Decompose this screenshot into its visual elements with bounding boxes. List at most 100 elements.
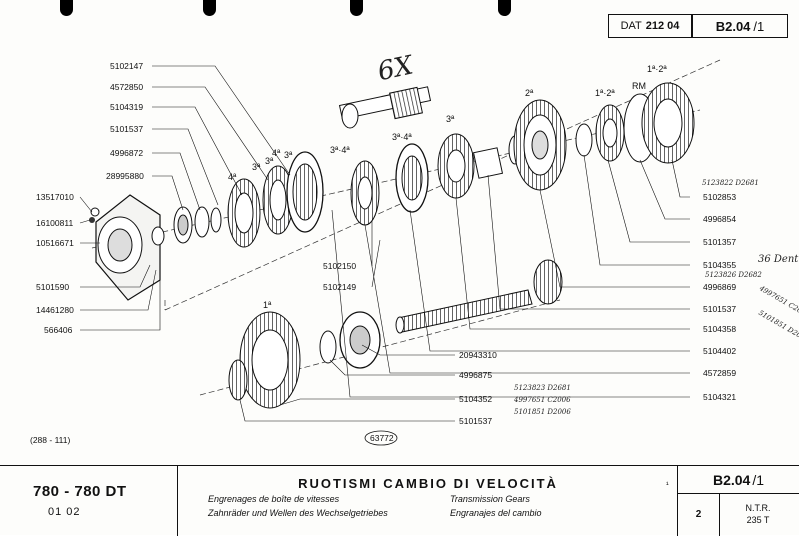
part-number: 5102150 (323, 261, 356, 271)
binder-hole (350, 0, 363, 16)
part-number: 4996872 (110, 148, 143, 158)
handwritten-note: 36 Dent (758, 254, 799, 265)
part-number: 4572850 (110, 82, 143, 92)
part-number: 5104358 (703, 324, 736, 334)
reference-main: B2.04 (712, 472, 751, 488)
part-number: 5102147 (110, 61, 143, 71)
part-number: 5102853 (703, 192, 736, 202)
part-number: 5101590 (36, 282, 69, 292)
part-number: 10516671 (36, 238, 74, 248)
handwritten-notes-lower: 5123823 D2681 4997651 C2006 5101851 D200… (513, 384, 571, 416)
part-number: 4996869 (703, 282, 736, 292)
dat-box: DAT 212 04 (608, 14, 692, 38)
part-number: 4572859 (703, 368, 736, 378)
upper-shaft (338, 86, 432, 129)
gear-label: 3ª (446, 114, 455, 124)
header-ref-sub: /1 (753, 18, 765, 34)
page-number: 2 (678, 494, 720, 536)
header-ref-main: B2.04 (715, 18, 751, 34)
part-number: 5104402 (703, 346, 736, 356)
part-number: 14461280 (36, 305, 74, 315)
gearbox-cover (89, 194, 165, 301)
dat-number: 212 04 (645, 20, 680, 32)
part-number: 5101537 (703, 304, 736, 314)
issue-date: 01 02 (48, 506, 81, 518)
gear-position-labels: 4ª 3ª 3ª 4ª 3ª 3ª·4ª 3ª·4ª 3ª 2ª 1ª·2ª R… (228, 64, 667, 310)
gear-label: 3ª·4ª (330, 145, 350, 155)
ntr-block: N.T.R. 235 T (728, 502, 788, 526)
gear-label: 1ª·2ª (647, 64, 667, 74)
gear-3rd (437, 133, 522, 199)
part-number: 20943310 (459, 350, 497, 360)
lower-bearing (319, 311, 381, 369)
part-number: 5104352 (459, 394, 492, 404)
gear-label: 1ª·2ª (595, 88, 615, 98)
binder-hole (498, 0, 511, 16)
input-shaft (395, 259, 563, 334)
binder-hole (60, 0, 73, 16)
gear-1st-2nd (575, 82, 695, 164)
subtitle-french: Engrenages de boîte de vitesses (208, 494, 340, 504)
handwritten-note: 6X (375, 50, 417, 87)
reference-sub: /1 (752, 472, 765, 488)
ntr-label: N.T.R. (745, 503, 771, 513)
part-number: 566406 (44, 325, 73, 335)
gear-label: 3ª (265, 156, 274, 166)
handwritten-note: 5123826 D2682 (705, 271, 762, 279)
gear-label: 2ª (525, 88, 534, 98)
gear-1st (228, 311, 301, 409)
reference-code: B2.04/1 (678, 466, 799, 494)
right-part-numbers: 5102853 4996854 5101357 5104355 4996869 … (703, 192, 736, 402)
model-cell: 780 - 780 DT 01 02 (0, 466, 178, 536)
page-code: (288 - 111) (30, 435, 70, 445)
part-number: 16100811 (36, 218, 73, 228)
leader-lines (79, 65, 690, 422)
part-number: 13517010 (36, 192, 74, 202)
gear-4th (227, 178, 261, 248)
subtitle-english: Transmission Gears (450, 494, 530, 504)
binder-hole (203, 0, 216, 16)
handwritten-note: 5101851 D2006 (757, 309, 799, 345)
handwritten-note: 5101851 D2006 (514, 408, 571, 416)
gear-label: 3ª (252, 162, 261, 172)
drawing-code-oval (364, 430, 398, 446)
part-number: 4996875 (459, 370, 492, 380)
part-number: 5104319 (110, 102, 143, 112)
gear-label: RM (632, 81, 646, 91)
synchro-hub (350, 143, 429, 226)
dat-label: DAT (620, 20, 642, 32)
lower-part-numbers: 20943310 4996875 5104352 5101537 (459, 350, 497, 426)
footnote-mark: ¹ (666, 480, 669, 489)
part-number: 4996854 (703, 214, 736, 224)
part-number: 28995880 (106, 171, 144, 181)
gear-label: 3ª (284, 150, 293, 160)
left-bearings (173, 206, 222, 244)
handwritten-note: 5123823 D2681 (514, 384, 571, 392)
part-number: 5102149 (323, 282, 356, 292)
title-block: 780 - 780 DT 01 02 RUOTISMI CAMBIO DI VE… (0, 465, 799, 536)
subtitle-spanish: Engranajes del cambio (450, 508, 542, 518)
handwritten-note: 4997651 C2006 (513, 396, 571, 404)
drawing-code: 63772 (370, 433, 394, 443)
gear-label: 3ª·4ª (392, 132, 412, 142)
exploded-gear-diagram: 5102147 4572850 5104319 5101537 4996872 … (30, 50, 799, 446)
header-ref-box: B2.04 /1 (692, 14, 788, 38)
gear-label: 4ª (228, 172, 237, 182)
part-number: 5104355 (703, 260, 736, 270)
part-number: 5104321 (703, 392, 736, 402)
part-number: 5101357 (703, 237, 736, 247)
model-name: 780 - 780 DT (33, 483, 127, 500)
left-part-numbers: 5102147 4572850 5104319 5101537 4996872 … (36, 61, 144, 335)
part-number: 5101537 (459, 416, 492, 426)
gear-label: 1ª (263, 300, 272, 310)
reference-cell: B2.04/1 2 N.T.R. 235 T (678, 466, 799, 536)
title-cell: RUOTISMI CAMBIO DI VELOCITÀ Engrenages d… (178, 466, 678, 536)
section-title: RUOTISMI CAMBIO DI VELOCITÀ (298, 476, 558, 491)
gear-3rd-rings (262, 151, 324, 235)
center-part-numbers: 5102150 5102149 (323, 261, 356, 292)
gear-label: 4ª (272, 148, 281, 158)
gear-2nd (513, 99, 567, 191)
handwritten-note: 5123822 D2681 (702, 179, 759, 187)
part-number: 5101537 (110, 124, 143, 134)
